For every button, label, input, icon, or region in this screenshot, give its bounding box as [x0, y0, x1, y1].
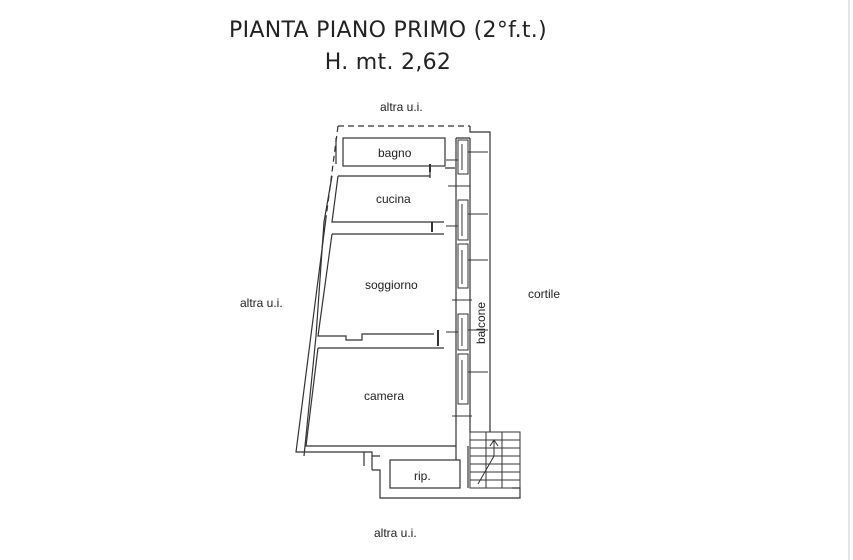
room-label-bedroom: camera — [364, 389, 405, 403]
room-label-storage: rip. — [414, 469, 431, 483]
windows — [446, 139, 488, 417]
room-label-bathroom: bagno — [378, 146, 412, 160]
room-bathroom — [342, 137, 446, 167]
plan-height: H. mt. 2,62 — [324, 50, 452, 75]
page-edge — [848, 0, 850, 560]
stair-icon — [469, 431, 521, 489]
outer-wall-inner — [303, 138, 337, 457]
room-bedroom — [305, 347, 457, 447]
room-storage — [389, 459, 461, 489]
label-top: altra u.i. — [380, 100, 423, 114]
label-right: cortile — [528, 287, 561, 301]
room-living — [317, 233, 444, 341]
outer-wall — [295, 126, 491, 470]
plan-title: PIANTA PIANO PRIMO (2°f.t.) — [229, 18, 547, 43]
room-label-balcony: balcone — [474, 301, 489, 345]
room-label-kitchen: cucina — [376, 192, 411, 206]
label-left: altra u.i. — [240, 296, 283, 310]
room-label-living: soggiorno — [365, 278, 418, 292]
label-bottom: altra u.i. — [374, 526, 417, 540]
spine-wall — [455, 137, 471, 432]
